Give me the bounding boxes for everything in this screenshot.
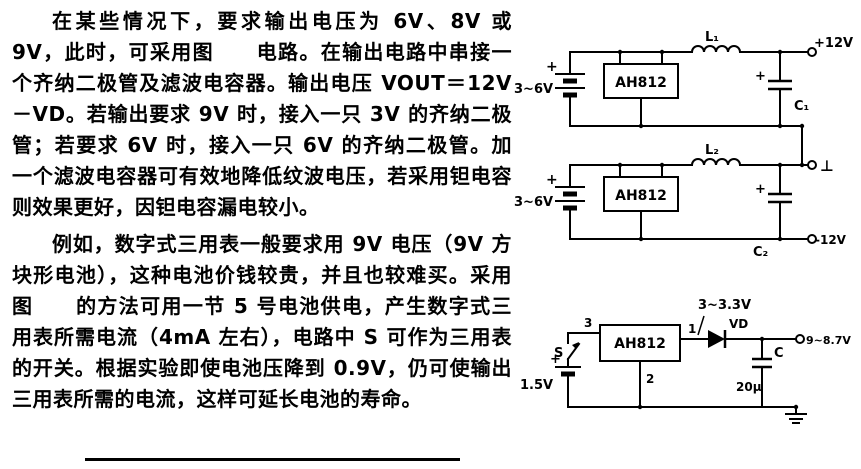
battery-plus: + (550, 352, 561, 367)
paragraph-1: 在某些情况下，要求输出电压为 6V、8V 或 9V，此时，可采用图 电路。在输出… (12, 9, 512, 219)
output-label-neg: -12V (815, 233, 847, 247)
stage-b-wires (569, 158, 809, 240)
ground-icon (785, 406, 807, 424)
capacitor-symbol-c1 (768, 79, 792, 91)
paragraph-2: 例如，数字式三用表一般要求用 9V 电压（9V 方块形电池），这种电池价钱较贵，… (12, 232, 512, 411)
ic-box-top (603, 63, 679, 99)
pin1-label: 1 (688, 322, 696, 336)
capacitor-symbol-c (752, 357, 772, 369)
ic-label: AH812 (614, 336, 666, 352)
pin3-label: 3 (584, 316, 592, 330)
output-label-common: ⊥ (820, 157, 834, 175)
battery-plus-bottom: + (546, 172, 558, 188)
diode-label: VD (729, 317, 748, 331)
cap-plus-c2: + (755, 182, 766, 197)
switch-arrow-icon (572, 342, 579, 349)
switch-label: S (554, 346, 563, 361)
battery-symbol-1p5v (555, 366, 581, 377)
cap-label: C (774, 346, 784, 361)
bottom-rule (85, 458, 460, 461)
battery-label-bottom: 3~6V (514, 195, 553, 210)
ic-label-top: AH812 (615, 75, 667, 91)
capacitor-symbol-c2 (768, 192, 792, 204)
battery-label-top: 3~6V (514, 82, 553, 97)
stage-a-wires (569, 45, 809, 166)
cap-value-label: 20μ (736, 380, 762, 394)
terminal-output (795, 334, 805, 344)
cap-label-c2: C₂ (753, 245, 768, 260)
battery-symbol-bottom (555, 186, 585, 211)
battery-label: 1.5V (520, 378, 553, 393)
single-circuit-wires (566, 315, 797, 408)
battery-symbol-top (555, 73, 585, 98)
ic-box (599, 324, 681, 362)
battery-plus-top: + (546, 59, 558, 75)
pin2-label: 2 (646, 372, 654, 386)
terminal-plus12v (807, 47, 817, 57)
text-column: 在某些情况下，要求输出电压为 6V、8V 或 9V，此时，可采用图 电路。在输出… (12, 6, 512, 415)
inductor-coil-l2 (690, 158, 742, 167)
inductor-label-l1: L₁ (705, 30, 719, 45)
ic-label-bottom: AH812 (615, 188, 667, 204)
ic-box-bottom (603, 176, 679, 212)
battery-boost-schematic: AH812 3 S + 1.5V 2 1 VD 3~3.3V C 20μ 9~8… (520, 298, 851, 424)
diode-icon (708, 330, 727, 348)
terminal-minus12v (807, 234, 817, 244)
output-label-pos: +12V (814, 36, 853, 51)
inductor-label-l2: L₂ (705, 143, 719, 158)
dual-supply-schematic: AH812 L₁ +12V + 3~6V + C₁ (514, 30, 853, 260)
inductor-coil-l1 (690, 45, 742, 54)
node-voltage-label: 3~3.3V (698, 298, 751, 313)
cap-label-c1: C₁ (794, 99, 809, 114)
output-voltage-label: 9~8.7V (806, 334, 851, 347)
cap-plus-c1: + (755, 69, 766, 84)
terminal-common (807, 160, 817, 170)
